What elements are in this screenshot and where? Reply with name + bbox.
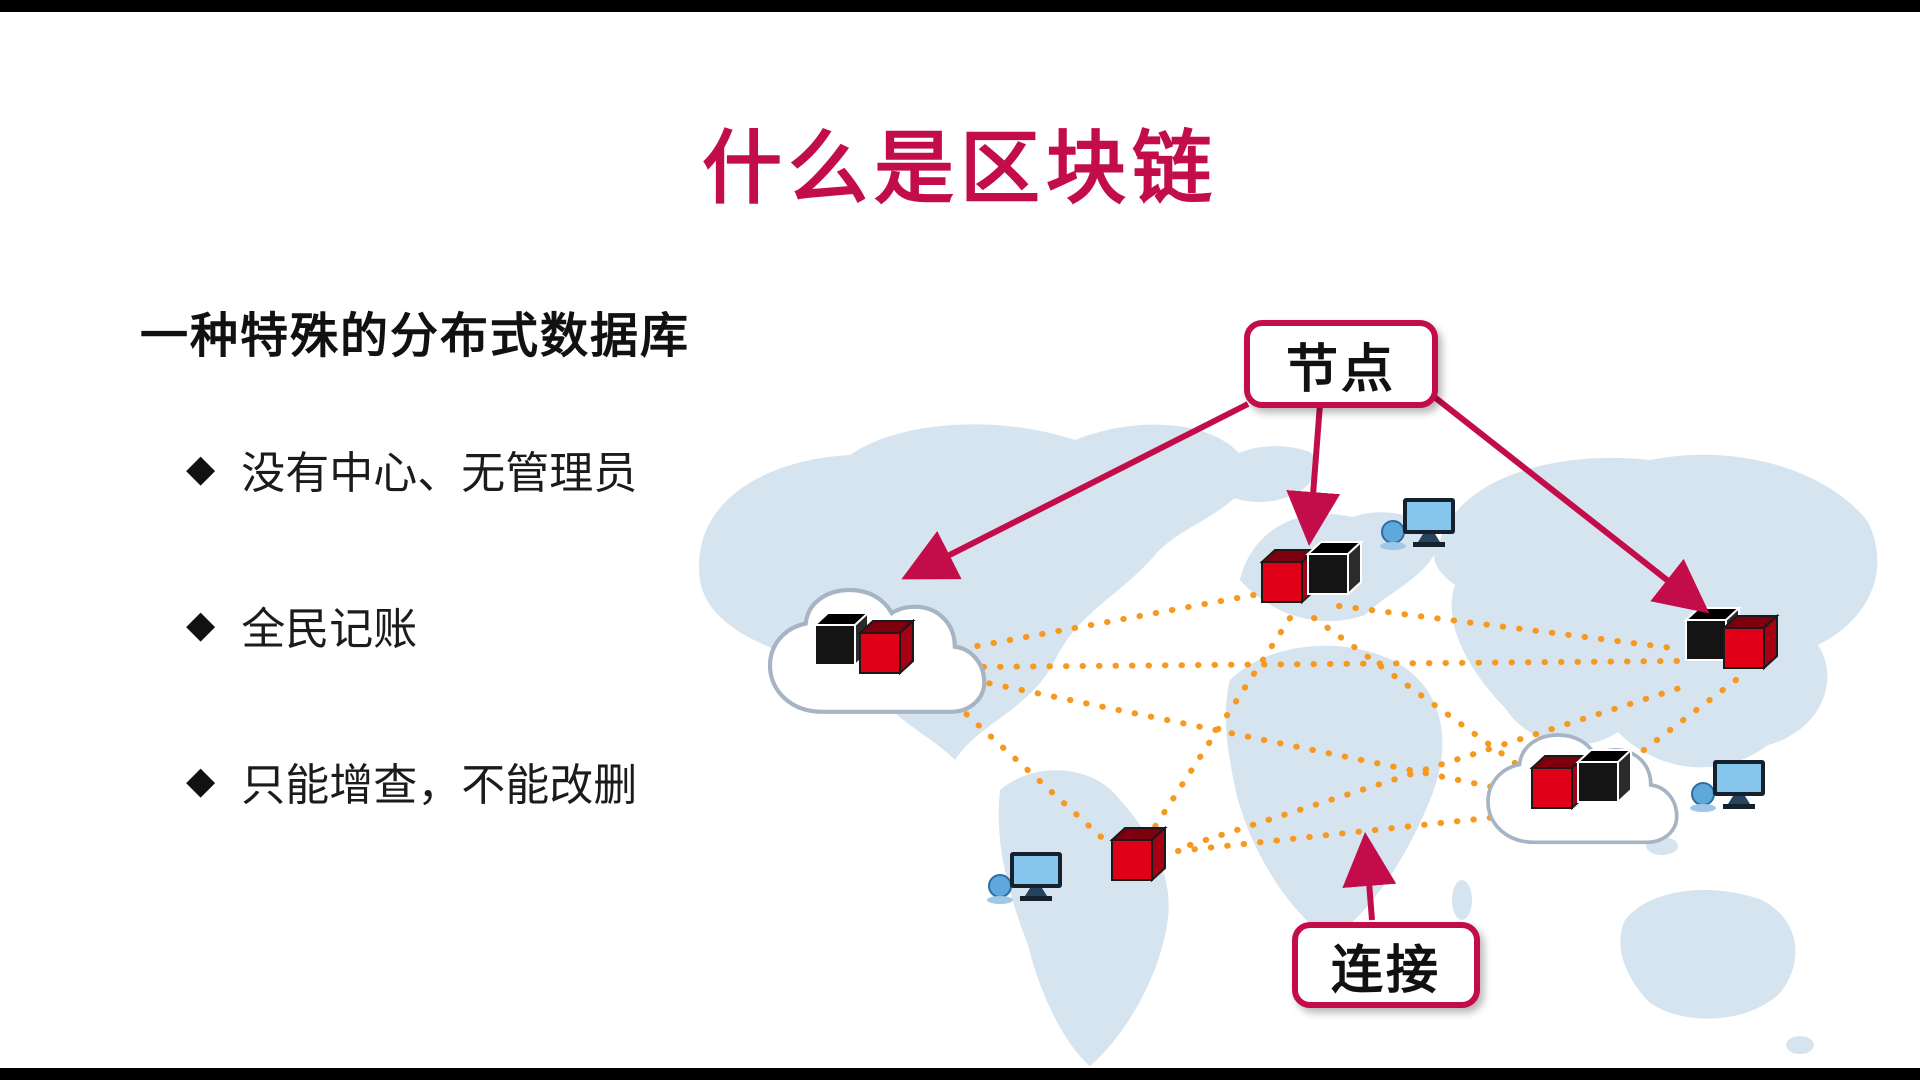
dotted-connection	[1621, 677, 1739, 768]
bullet-list: ◆ 没有中心、无管理员 ◆ 全民记账 ◆ 只能增查，不能改删	[186, 430, 826, 898]
diamond-bullet-icon: ◆	[186, 448, 216, 490]
callout-node-label: 节点	[1244, 320, 1438, 408]
slide-heading: 一种特殊的分布式数据库	[140, 310, 691, 363]
connections	[939, 591, 1739, 854]
map-asia	[1434, 454, 1878, 768]
letterbox-top	[0, 0, 1920, 12]
computer-icon-bottom-right	[1689, 759, 1766, 813]
bullet-text: 全民记账	[241, 605, 418, 654]
dotted-connection	[1144, 615, 1293, 842]
node-cubes-center	[1261, 541, 1362, 603]
node-arrow-center	[1286, 403, 1341, 546]
computer-icon-top	[1379, 497, 1456, 551]
world-map	[699, 424, 1878, 1066]
bullet-text: 只能增查，不能改删	[241, 761, 638, 810]
slide-title: 什么是区块链	[702, 124, 1218, 213]
callout-arrows	[901, 389, 1710, 921]
black-cube-icon	[1577, 749, 1632, 803]
red-cube-icon	[1723, 615, 1778, 669]
connection-arrow	[1342, 832, 1397, 921]
black-cube-icon	[1307, 541, 1362, 595]
bullet-item: ◆ 只能增查，不能改删	[186, 742, 826, 820]
red-cube-icon	[1111, 827, 1166, 881]
node-arrow-left	[901, 401, 1250, 580]
dotted-connection	[958, 591, 1262, 652]
node-cube-bottom	[1111, 827, 1166, 881]
callout-connection-text: 连接	[1330, 941, 1441, 1000]
node-arrow-right	[1426, 389, 1710, 614]
diamond-bullet-icon: ◆	[186, 604, 216, 646]
map-australia	[1620, 889, 1796, 1019]
bullet-item: ◆ 全民记账	[186, 586, 826, 664]
diamond-bullet-icon: ◆	[186, 760, 216, 802]
callout-connection-label: 连接	[1292, 922, 1480, 1008]
callout-node-text: 节点	[1285, 340, 1396, 399]
map-new-zealand	[1786, 1036, 1814, 1054]
dotted-connection	[1311, 615, 1547, 787]
node-cubes-right	[1685, 607, 1778, 669]
map-japan	[1816, 579, 1840, 631]
map-madagascar	[1452, 880, 1472, 920]
letterbox-bottom	[0, 1068, 1920, 1080]
bullet-item: ◆ 没有中心、无管理员	[186, 430, 826, 508]
map-africa	[1225, 645, 1443, 940]
dotted-connection	[939, 689, 1113, 848]
computer-icon-bottom-left	[986, 851, 1063, 905]
map-south-america	[998, 770, 1169, 1066]
red-cube-icon	[859, 620, 914, 674]
bullet-text: 没有中心、无管理员	[241, 449, 638, 498]
dotted-connection	[964, 658, 1683, 670]
map-greenland	[1215, 446, 1317, 502]
map-north-america	[699, 424, 1250, 760]
